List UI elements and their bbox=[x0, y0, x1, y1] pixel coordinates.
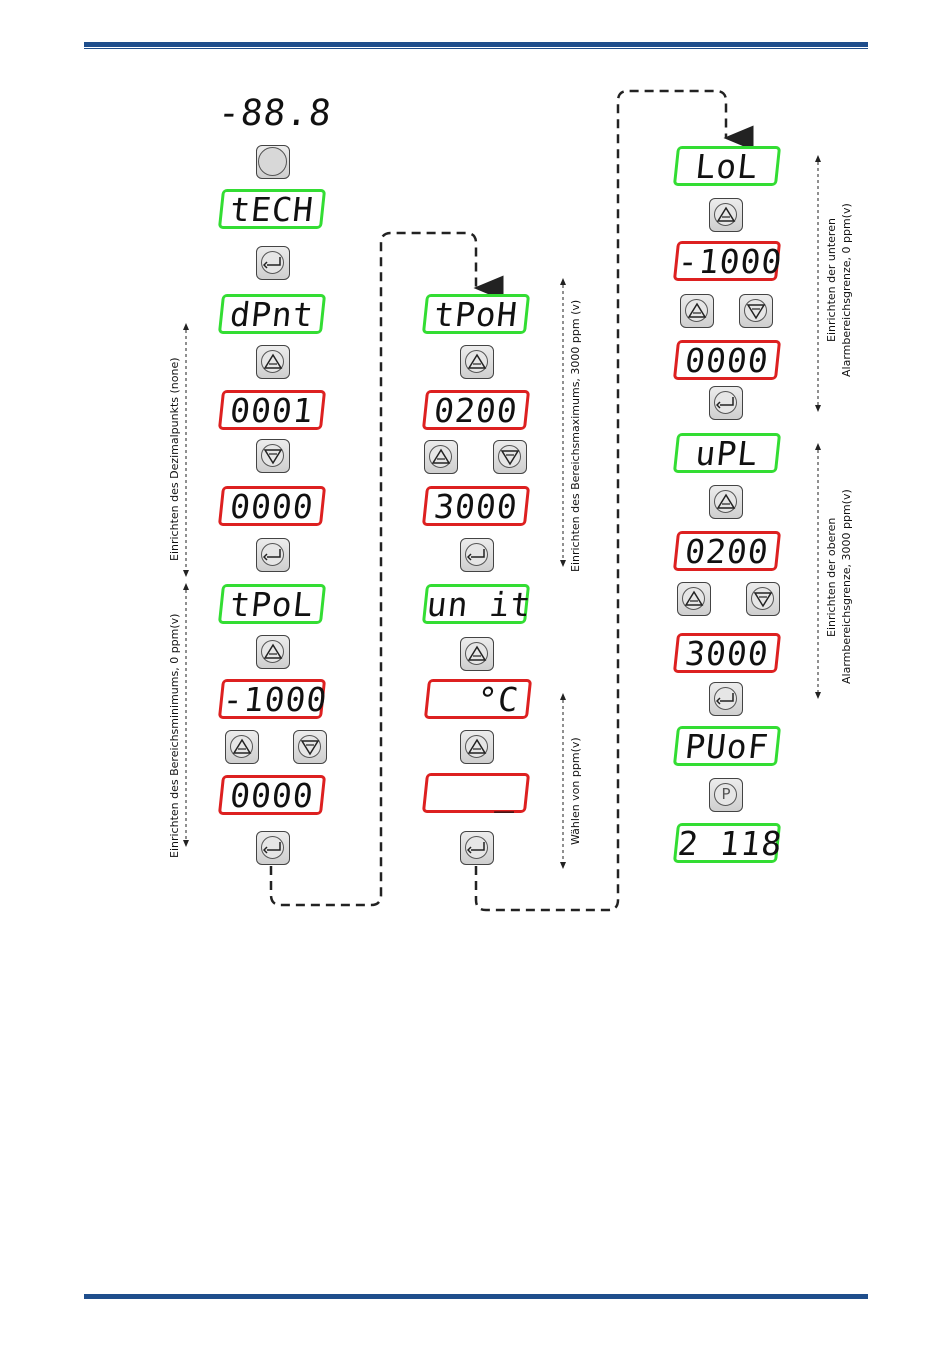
enter-button[interactable] bbox=[460, 538, 494, 572]
up-arrow-icon bbox=[467, 645, 487, 661]
label-upper-alarm-1: Einrichten der oberen bbox=[825, 517, 838, 637]
label-decimal-point: Einrichten des Dezimalpunkts (none) bbox=[168, 357, 181, 561]
display-ppm: _ bbox=[421, 773, 531, 813]
up-button[interactable] bbox=[709, 485, 743, 519]
up-button[interactable] bbox=[677, 582, 711, 616]
enter-button[interactable] bbox=[256, 831, 290, 865]
label-range-minimum: Einrichten des Bereichsminimums, 0 ppm(v… bbox=[168, 613, 181, 858]
label-select-ppm: Wählen von ppm(v) bbox=[569, 737, 582, 845]
header-rule bbox=[84, 42, 868, 49]
display-celsius: °C bbox=[423, 679, 533, 719]
display-minus1000: -1000 bbox=[217, 679, 329, 719]
down-button[interactable] bbox=[746, 582, 780, 616]
down-button[interactable] bbox=[293, 730, 327, 764]
display-0000-a: 0000 bbox=[217, 486, 327, 526]
up-button[interactable] bbox=[709, 198, 743, 232]
up-button[interactable] bbox=[424, 440, 458, 474]
display-tech: tECH bbox=[217, 189, 327, 229]
display-tpoh: tPoH bbox=[421, 294, 531, 334]
display-lol-minus1000: -1000 bbox=[672, 241, 784, 281]
startup-display: -88.8 bbox=[215, 93, 334, 136]
blank-button[interactable] bbox=[256, 145, 290, 179]
blank-button-icon bbox=[258, 147, 287, 176]
footer-rule bbox=[84, 1294, 868, 1299]
enter-icon bbox=[263, 549, 281, 561]
up-arrow-icon bbox=[716, 493, 736, 509]
enter-icon bbox=[467, 842, 485, 854]
display-lol: LoL bbox=[672, 146, 782, 186]
up-arrow-icon bbox=[684, 590, 704, 606]
down-button[interactable] bbox=[493, 440, 527, 474]
display-3000: 3000 bbox=[421, 486, 531, 526]
display-lol-0000: 0000 bbox=[672, 340, 782, 380]
down-arrow-icon bbox=[746, 304, 766, 320]
label-lower-alarm-1: Einrichten der unteren bbox=[825, 218, 838, 342]
display-tpol: tPoL bbox=[217, 584, 327, 624]
connector-col2-col3 bbox=[474, 89, 754, 912]
p-button[interactable]: P bbox=[709, 778, 743, 812]
up-arrow-icon bbox=[232, 738, 252, 754]
up-button[interactable] bbox=[225, 730, 259, 764]
display-upl: uPL bbox=[672, 433, 782, 473]
up-button[interactable] bbox=[460, 345, 494, 379]
enter-icon bbox=[263, 257, 281, 269]
enter-icon bbox=[716, 693, 734, 705]
down-button[interactable] bbox=[256, 439, 290, 473]
enter-button[interactable] bbox=[709, 682, 743, 716]
display-dpnt: dPnt bbox=[217, 294, 327, 334]
up-arrow-icon bbox=[467, 738, 487, 754]
up-button[interactable] bbox=[460, 730, 494, 764]
display-upl-0200: 0200 bbox=[672, 531, 782, 571]
label-upper-alarm-2: Alarmbereichsgrenze, 3000 ppm(v) bbox=[840, 489, 853, 684]
up-button[interactable] bbox=[256, 345, 290, 379]
display-upl-3000: 3000 bbox=[672, 633, 782, 673]
down-button[interactable] bbox=[739, 294, 773, 328]
enter-button[interactable] bbox=[256, 246, 290, 280]
enter-button[interactable] bbox=[709, 386, 743, 420]
up-button[interactable] bbox=[680, 294, 714, 328]
enter-icon bbox=[263, 842, 281, 854]
down-arrow-icon bbox=[300, 740, 320, 756]
display-2118: 2 118 bbox=[672, 823, 784, 863]
display-0000-b: 0000 bbox=[217, 775, 327, 815]
down-arrow-icon bbox=[500, 450, 520, 466]
up-arrow-icon bbox=[263, 353, 283, 369]
up-button[interactable] bbox=[460, 637, 494, 671]
enter-icon bbox=[716, 397, 734, 409]
label-range-maximum: Einrichten des Bereichsmaximums, 3000 pp… bbox=[569, 299, 582, 572]
down-arrow-icon bbox=[753, 592, 773, 608]
p-icon: P bbox=[721, 785, 731, 803]
up-button[interactable] bbox=[256, 635, 290, 669]
up-arrow-icon bbox=[431, 448, 451, 464]
label-lower-alarm-2: Alarmbereichsgrenze, 0 ppm(v) bbox=[840, 203, 853, 377]
up-arrow-icon bbox=[687, 302, 707, 318]
down-arrow-icon bbox=[263, 449, 283, 465]
display-0001: 0001 bbox=[217, 390, 327, 430]
up-arrow-icon bbox=[263, 643, 283, 659]
enter-button[interactable] bbox=[256, 538, 290, 572]
enter-button[interactable] bbox=[460, 831, 494, 865]
up-arrow-icon bbox=[467, 353, 487, 369]
display-unit: un it bbox=[421, 584, 533, 624]
display-puof: PUoF bbox=[672, 726, 782, 766]
display-0200: 0200 bbox=[421, 390, 531, 430]
up-arrow-icon bbox=[716, 206, 736, 222]
enter-icon bbox=[467, 549, 485, 561]
